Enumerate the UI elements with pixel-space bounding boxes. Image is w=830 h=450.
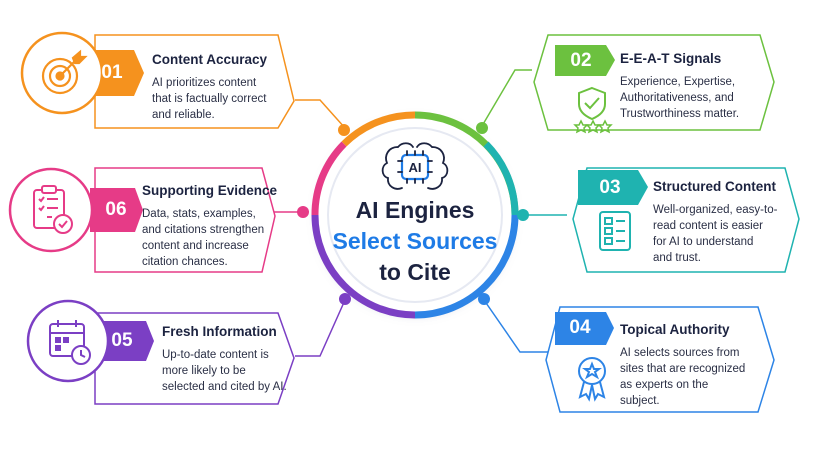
body-line: sites that are recognized xyxy=(620,363,746,375)
hub-dot-purple xyxy=(339,293,351,305)
award-ribbon-icon xyxy=(578,357,606,402)
body-line: Trustworthiness matter. xyxy=(620,108,740,120)
ai-badge-text: AI xyxy=(409,160,422,175)
card-05-number: 05 xyxy=(111,330,133,351)
card-03-structured-content xyxy=(572,167,800,273)
card-03-title: Structured Content xyxy=(653,179,776,194)
hub-dot-orange xyxy=(338,124,350,136)
body-line: content and increase xyxy=(142,240,249,252)
hub-ring-orange xyxy=(341,111,416,147)
card-06-number: 06 xyxy=(105,199,127,220)
hub-dot-green xyxy=(476,122,488,134)
hub-ring-purple xyxy=(311,214,416,319)
document-list-icon xyxy=(599,211,631,251)
number-tab-05 xyxy=(95,321,154,361)
connector-05 xyxy=(295,299,346,357)
card-06-body: Data, stats, examples, and citations str… xyxy=(142,206,277,270)
center-hub: AI xyxy=(297,111,529,319)
body-line: as experts on the xyxy=(620,379,709,391)
body-line: Well-organized, easy-to- xyxy=(653,204,778,216)
body-line: read content is easier xyxy=(653,220,763,232)
card-02-number: 02 xyxy=(570,50,592,71)
card-01-content-accuracy xyxy=(20,31,295,129)
card-04-topical-authority xyxy=(545,306,775,413)
center-title-line-1: AI Engines xyxy=(355,197,475,223)
calendar-clock-icon xyxy=(49,320,91,365)
card-03-text: Structured Content Well-organized, easy-… xyxy=(653,179,777,266)
number-tab-01 xyxy=(88,50,144,96)
card-05-title: Fresh Information xyxy=(162,324,277,339)
card-02-text: E-E-A-T Signals Experience, Expertise, A… xyxy=(620,51,739,122)
card-04-number: 04 xyxy=(569,317,591,338)
body-line: for AI to understand xyxy=(653,236,754,248)
card-01-body: AI prioritizes content that is factually… xyxy=(152,75,267,123)
card-01-title: Content Accuracy xyxy=(152,52,268,67)
card-04-text: Topical Authority AI selects sources fro… xyxy=(620,322,745,409)
center-title: AI Engines Select Sources to Cite xyxy=(315,195,515,288)
card-06-supporting-evidence xyxy=(8,167,276,273)
number-tab-02 xyxy=(555,45,615,76)
clipboard-check-icon xyxy=(33,185,73,234)
connector-04 xyxy=(483,299,548,353)
ai-brain-chip-icon xyxy=(381,142,449,190)
body-line: that is factually correct xyxy=(152,93,267,105)
card-06-text: Supporting Evidence Data, stats, example… xyxy=(142,183,277,270)
body-line: and reliable. xyxy=(152,109,215,121)
number-tab-06 xyxy=(90,188,143,232)
card-03-number: 03 xyxy=(599,177,621,198)
card-05-text: Fresh Information Up-to-date content is … xyxy=(162,324,287,395)
body-line: more likely to be xyxy=(162,365,246,377)
body-line: AI prioritizes content xyxy=(152,77,257,89)
body-line: Data, stats, examples, xyxy=(142,208,256,220)
card-04-body: AI selects sources from sites that are r… xyxy=(620,345,745,409)
connector-02 xyxy=(481,69,532,127)
body-line: and citations strengthen xyxy=(142,224,265,236)
body-line: Experience, Expertise, xyxy=(620,76,736,88)
hub-ring-blue xyxy=(414,214,519,319)
number-tab-03 xyxy=(578,170,648,205)
card-01-number: 01 xyxy=(101,62,123,83)
card-02-eeat-signals xyxy=(533,34,775,134)
connector-01 xyxy=(295,99,346,129)
hub-dot-blue xyxy=(478,293,490,305)
shield-check-icon xyxy=(578,86,606,121)
number-tab-04 xyxy=(555,312,614,345)
card-01-text: Content Accuracy AI prioritizes content … xyxy=(152,52,267,123)
card-03-body: Well-organized, easy-to- read content is… xyxy=(653,202,777,266)
body-line: subject. xyxy=(620,395,660,407)
card-02-body: Experience, Expertise, Authoritativeness… xyxy=(620,74,739,122)
card-02-title: E-E-A-T Signals xyxy=(620,51,722,66)
card-05-body: Up-to-date content is more likely to be … xyxy=(162,347,287,395)
body-line: Up-to-date content is xyxy=(162,349,269,361)
hub-dot-pink xyxy=(297,206,309,218)
body-line: and trust. xyxy=(653,252,701,264)
center-title-line-3: to Cite xyxy=(379,259,451,285)
three-stars-icon xyxy=(573,119,613,134)
body-line: AI selects sources from xyxy=(620,347,740,359)
center-title-line-2: Select Sources xyxy=(332,228,498,254)
body-line: citation chances. xyxy=(142,256,228,268)
hub-dot-teal xyxy=(517,209,529,221)
body-line: selected and cited by AI. xyxy=(162,381,287,393)
card-05-fresh-information xyxy=(26,299,295,405)
icon-circle-06 xyxy=(8,167,94,253)
card-04-title: Topical Authority xyxy=(620,322,730,337)
hub-ring-teal xyxy=(483,141,519,216)
hub-ring-pink xyxy=(311,141,347,216)
card-06-title: Supporting Evidence xyxy=(142,183,278,198)
target-icon xyxy=(41,49,88,95)
body-line: Authoritativeness, and xyxy=(620,92,734,104)
